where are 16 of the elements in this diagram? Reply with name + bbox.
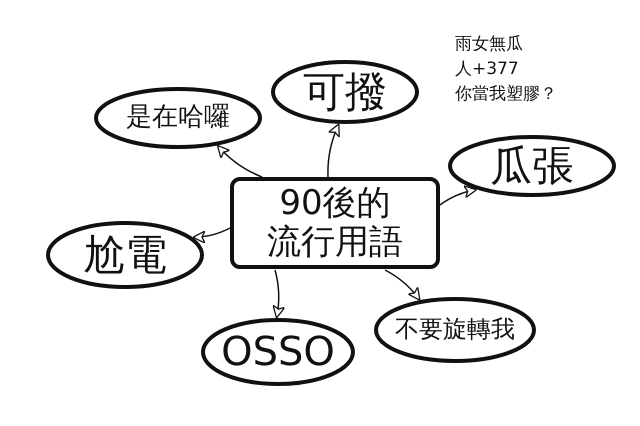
arrow [384,269,421,301]
ellipse-bubble: 瓜張 [447,134,617,198]
note-text: 你當我塑膠？ [455,83,557,105]
arrow [192,227,230,244]
note-text: 雨女無瓜 [455,33,523,55]
ellipse-bubble: OSSO [200,317,356,387]
topic-box: 90後的流行用語 [230,177,440,269]
note-text: 人+377 [455,58,519,80]
ellipse-bubble: 尬電 [45,220,205,290]
ellipse-bubble: 可撥 [270,59,420,125]
arrow [440,185,478,206]
ellipse-bubble: 不要旋轉我 [373,296,537,364]
arrow [272,270,286,319]
arrow [216,144,262,178]
ellipse-bubble: 是在哈囉 [93,86,263,150]
arrow [327,123,340,178]
